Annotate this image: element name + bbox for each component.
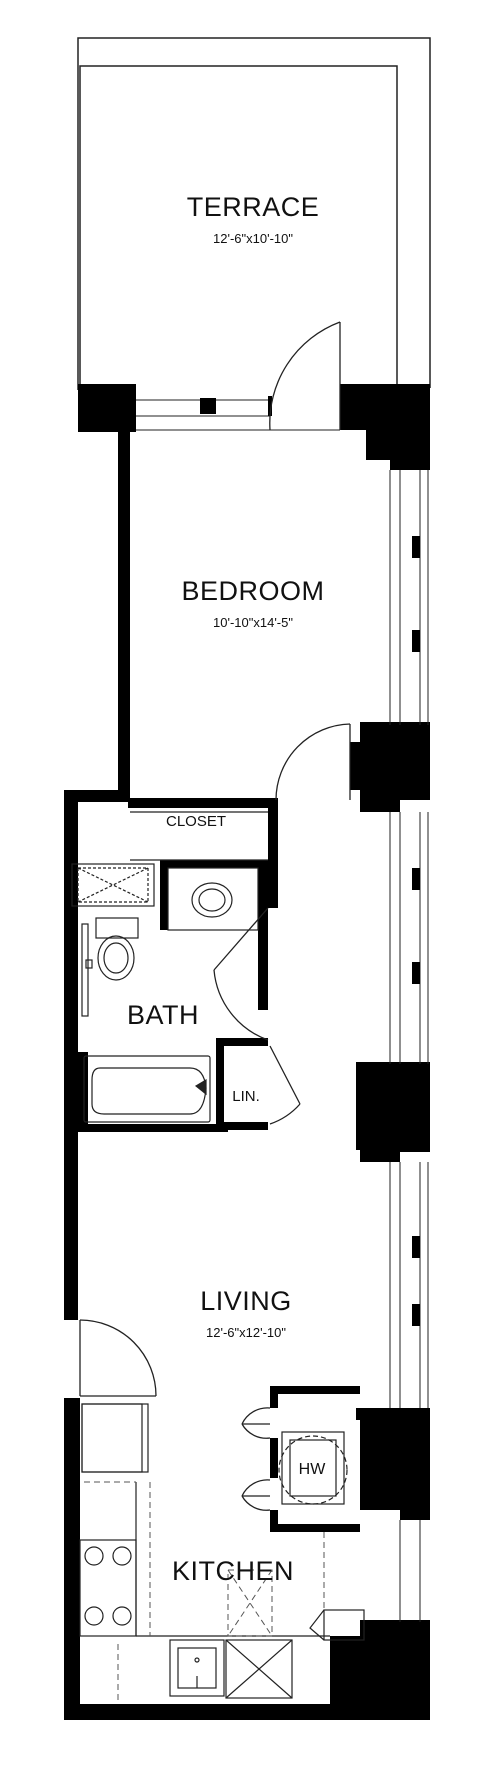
water-heater: [278, 1431, 348, 1505]
bedroom-dimensions: 10'-10"x14'-5": [213, 615, 293, 630]
bedroom-label: BEDROOM: [181, 576, 325, 606]
linen-label: LIN.: [232, 1088, 260, 1105]
kitchen-label: KITCHEN: [171, 1556, 295, 1586]
windows: [136, 399, 429, 1622]
dashed-lines: [84, 1481, 325, 1700]
living-dimensions: 12'-6"x12'-10": [206, 1325, 286, 1340]
closet-label: CLOSET: [165, 813, 227, 830]
water-heater-label: HW: [298, 1461, 326, 1478]
window-mullions: [200, 396, 420, 1326]
bath-label: BATH: [126, 1000, 200, 1030]
terrace-dimensions: 12'-6"x10'-10": [213, 231, 293, 246]
doors: [79, 321, 351, 1511]
terrace-outline: [77, 37, 431, 390]
terrace-label: TERRACE: [186, 192, 320, 222]
walls: [64, 384, 430, 1720]
bath-fixtures: [71, 863, 259, 1123]
living-label: LIVING: [200, 1286, 292, 1316]
kitchen-fixtures: [79, 1403, 365, 1699]
